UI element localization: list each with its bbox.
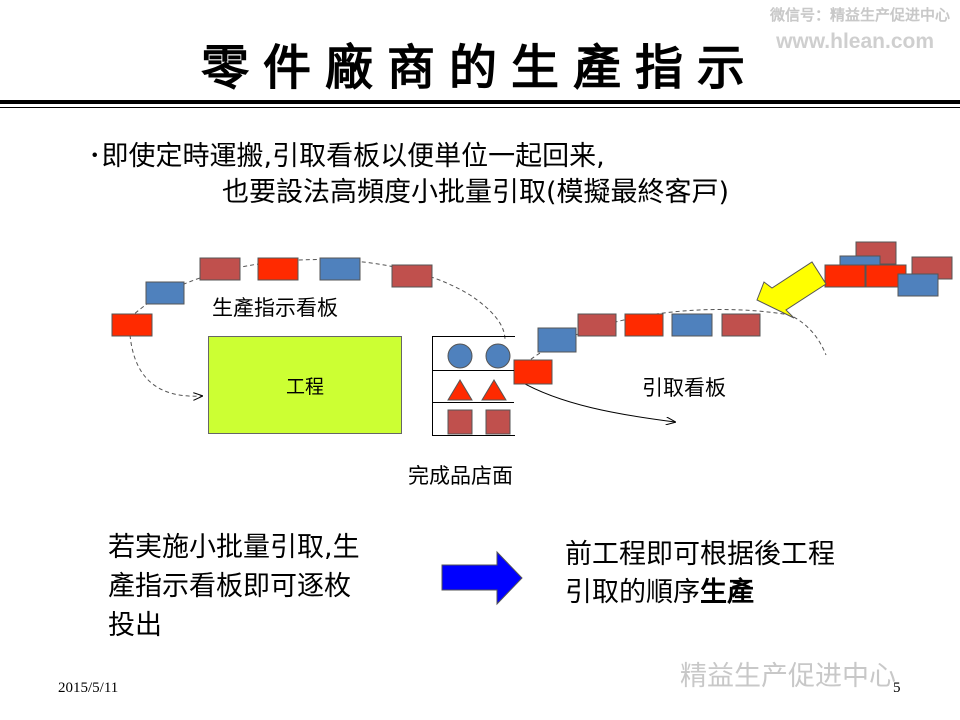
conclusion-left-line: 投出: [108, 610, 162, 641]
kanban-card: [145, 281, 185, 305]
part-triangle-icon: [447, 379, 473, 401]
kanban-card: [897, 273, 939, 297]
store-label: 完成品店面: [408, 464, 513, 488]
kanban-card: [671, 313, 713, 337]
process-box: 工程: [208, 336, 402, 434]
kanban-card: [537, 327, 577, 353]
process-label: 工程: [285, 375, 324, 398]
conclusion-right-line: 引取的順序生產: [565, 574, 835, 612]
withdrawal-arrow: [517, 379, 675, 422]
watermark-wechat: 微信号：精益生产促进中心: [769, 6, 950, 24]
page-number: 5: [893, 680, 901, 696]
part-circle-icon: [485, 343, 511, 369]
conclusion-left-line: 若実施小批量引取,生: [108, 532, 360, 563]
store-shelf: [432, 402, 514, 403]
title-rule-thin: [0, 107, 960, 108]
kanban-loop-path: [129, 259, 506, 341]
kanban-card: [319, 257, 361, 281]
withdrawal-kanban-label: 引取看板: [642, 376, 726, 400]
kanban-card: [111, 313, 153, 337]
conclusion-right-bold: 生產: [700, 577, 754, 608]
watermark-url: www.hlean.com: [776, 30, 934, 53]
footer-date: 2015/5/11: [58, 680, 119, 696]
kanban-to-process-arrow: [129, 334, 202, 396]
blue-right-arrow-icon: [441, 550, 523, 606]
production-kanban-label: 生產指示看板: [212, 296, 338, 320]
conclusion-right-line: 前工程即可根据後工程: [565, 539, 835, 570]
part-triangle-icon: [481, 379, 507, 401]
kanban-card: [624, 313, 664, 337]
part-block-icon: [447, 409, 473, 435]
kanban-card: [391, 264, 433, 288]
kanban-card: [257, 257, 299, 281]
finished-goods-store: [432, 336, 515, 436]
store-shelf: [432, 370, 514, 371]
part-block-icon: [485, 409, 511, 435]
kanban-card: [513, 359, 553, 385]
slide-title: 零件廠商的生產指示: [200, 40, 759, 96]
kanban-card: [199, 257, 241, 281]
conclusion-right-text: 引取的順序: [565, 577, 700, 608]
kanban-card: [721, 313, 761, 337]
bullet-line-2: 也要設法高頻度小批量引取(模擬最終客戸): [222, 177, 730, 208]
kanban-card: [577, 313, 617, 337]
part-circle-icon: [447, 343, 473, 369]
title-rule-thick: [0, 100, 960, 104]
bullet-line-1: ･即使定時運搬,引取看板以便単位一起回来,: [88, 141, 605, 172]
yellow-arrow-icon: [756, 261, 827, 319]
watermark-bottom: 精益生产促进中心: [680, 661, 896, 692]
kanban-card: [824, 264, 866, 288]
conclusion-left: 若実施小批量引取,生 產指示看板即可逐枚 投出: [108, 528, 360, 645]
conclusion-right: 前工程即可根据後工程 引取的順序生產: [565, 536, 835, 612]
conclusion-left-line: 產指示看板即可逐枚: [108, 571, 351, 602]
